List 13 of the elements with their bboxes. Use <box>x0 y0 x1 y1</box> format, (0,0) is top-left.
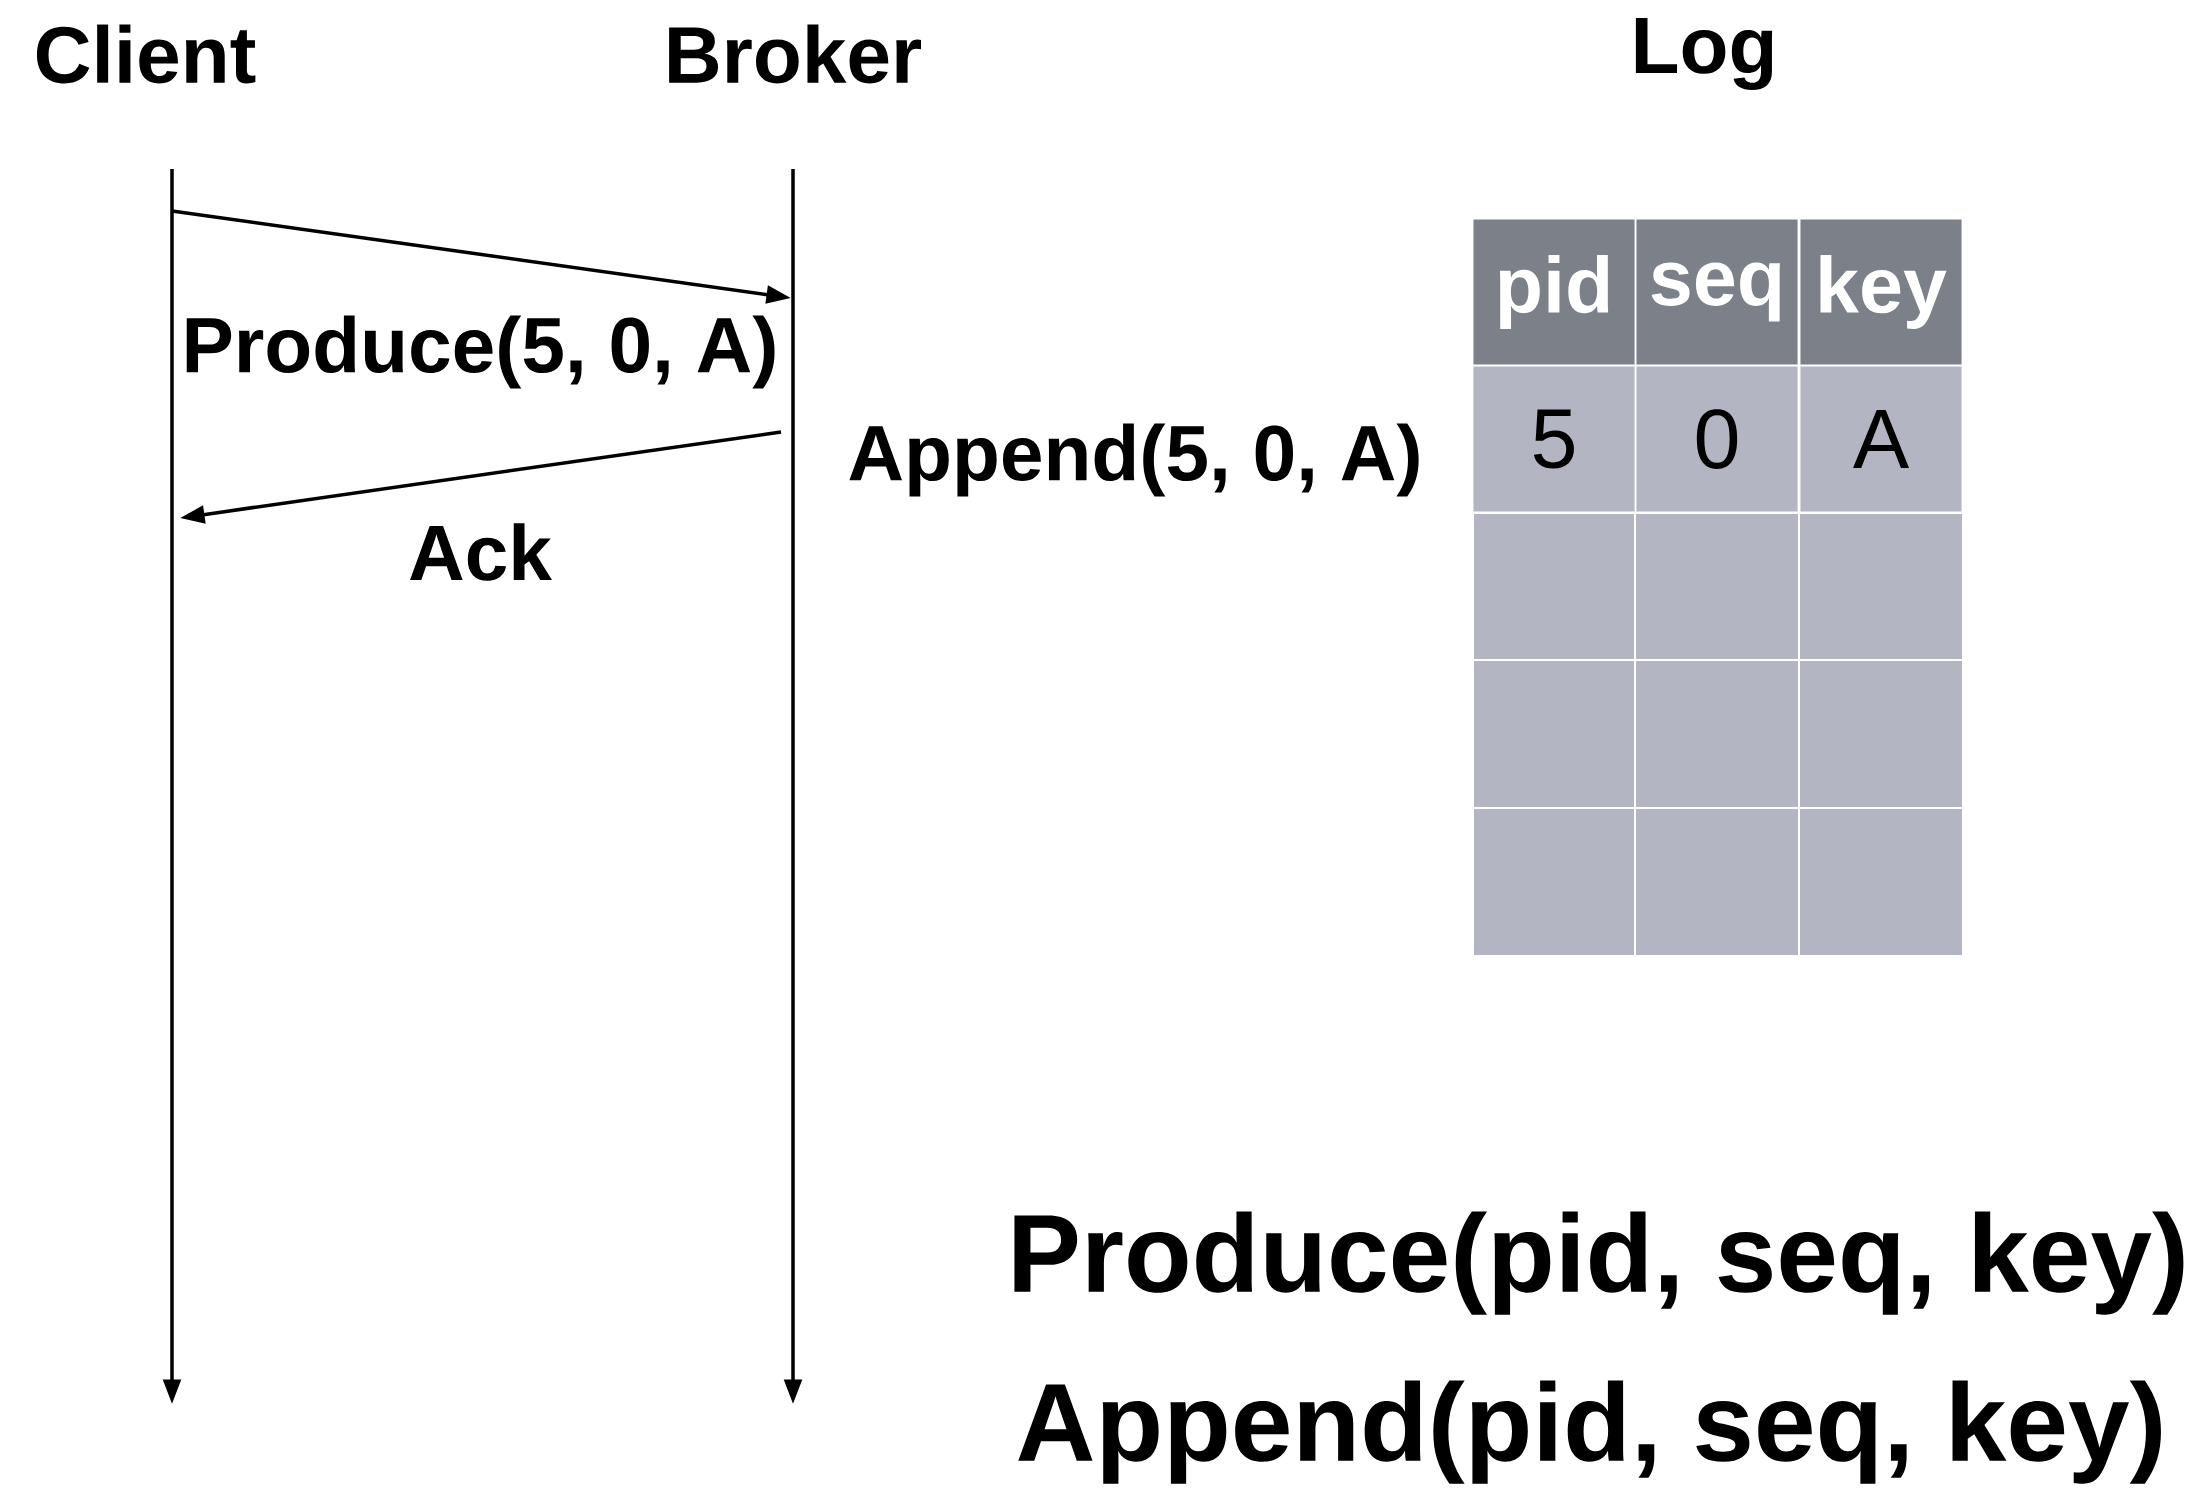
edge-label: Produce(5, 0, A) <box>178 311 783 393</box>
table-header-cell: key <box>1800 219 1962 365</box>
table-header-cell: pid <box>1473 219 1635 365</box>
table-header-cell: seq <box>1636 219 1798 365</box>
message-label: Append(5, 0, A) <box>849 423 1419 497</box>
column-heading: Log <box>1635 17 1773 91</box>
table-cell: A <box>1800 366 1962 512</box>
participant-heading: Client <box>36 24 256 84</box>
table-cell: 5 <box>1473 366 1635 512</box>
participant-heading: Broker <box>669 24 921 84</box>
signature-text: Append(pid, seq, key) <box>1018 1380 2161 1484</box>
table-cell: 0 <box>1636 366 1798 512</box>
edge-label: Ack <box>404 519 556 585</box>
